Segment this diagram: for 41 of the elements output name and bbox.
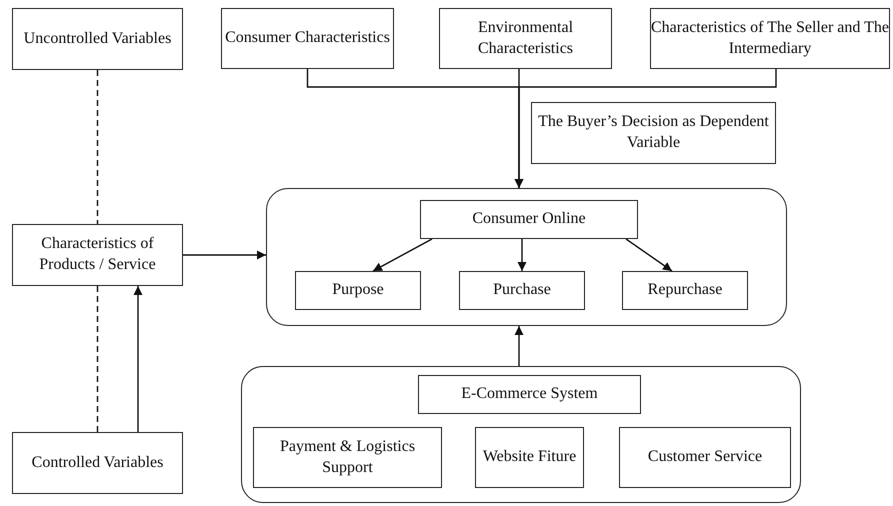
group-box (266, 188, 787, 326)
process-box (622, 271, 748, 310)
box-label: Payment & Logistics Support (278, 436, 416, 478)
process-box (253, 427, 442, 488)
box-label: Characteristics of The Seller and The Intermediary (651, 18, 889, 58)
connector-line (96, 70, 98, 224)
process-box (12, 432, 183, 494)
process-box (650, 8, 890, 69)
box-label: E-Commerce System (461, 384, 598, 404)
process-box (459, 271, 585, 310)
box-label: The Buyer’s Decision as Dependent Variable (537, 112, 770, 153)
process-box (475, 427, 584, 488)
box-label: Purpose (332, 280, 384, 300)
process-box (531, 102, 776, 164)
group-box (241, 366, 801, 503)
process-box (619, 427, 791, 488)
arrow (514, 326, 524, 366)
process-box (295, 271, 421, 310)
box-label: Consumer Online (472, 209, 586, 230)
connector-line (96, 286, 98, 432)
box-label: Consumer Characteristics (225, 28, 390, 48)
box-label: Repurchase (648, 280, 722, 300)
arrow (183, 250, 266, 260)
box-label: Uncontrolled Variables (24, 28, 172, 49)
box-label: Customer Service (648, 447, 762, 468)
arrow (372, 238, 432, 272)
process-box (420, 200, 638, 239)
process-box (12, 8, 183, 70)
box-label: Environmental Characteristics (476, 18, 574, 58)
box-label: Purchase (493, 280, 551, 300)
box-label: Controlled Variables (32, 452, 164, 473)
process-box (439, 8, 612, 69)
process-box (12, 224, 183, 286)
arrow (626, 238, 672, 272)
arrow (514, 69, 777, 188)
arrow (518, 239, 526, 271)
box-label: Website Fiture (482, 447, 576, 468)
process-box (418, 375, 641, 414)
box-label: Characteristics of Products / Service (38, 234, 157, 275)
arrow (134, 286, 142, 432)
process-box (221, 8, 394, 69)
